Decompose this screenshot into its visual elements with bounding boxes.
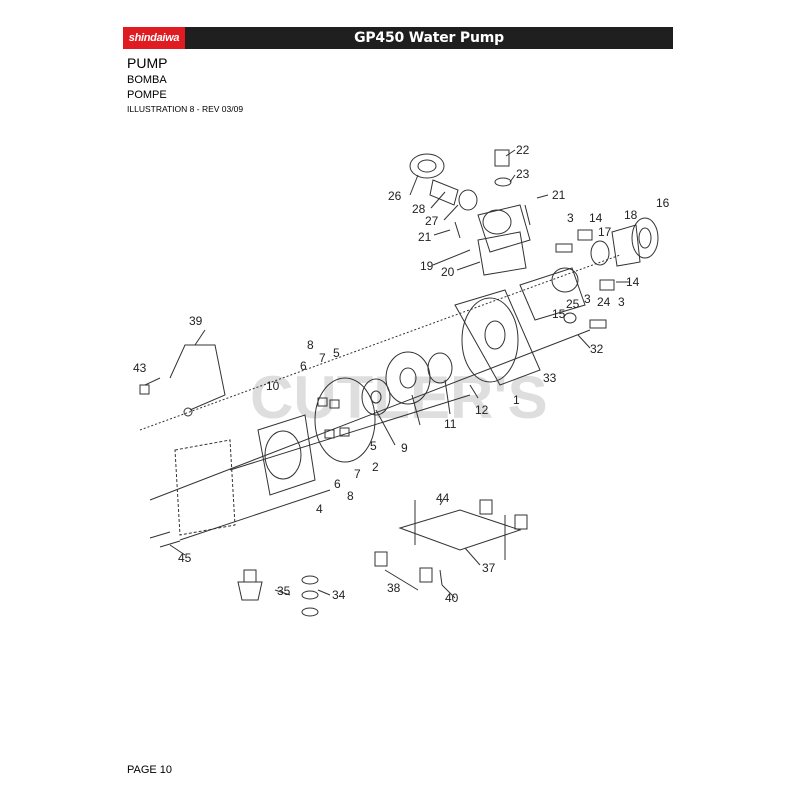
callout-40: 40 [445, 591, 459, 605]
callout-9: 9 [401, 441, 408, 455]
callout-10: 10 [266, 379, 280, 393]
callout-4: 4 [316, 502, 323, 516]
callout-12: 12 [475, 403, 489, 417]
title-french: POMPE [127, 89, 167, 101]
callout-17: 17 [598, 225, 612, 239]
page-header: shindaiwa GP450 Water Pump [123, 27, 673, 49]
callout-45: 45 [178, 551, 192, 565]
callout-21b: 21 [418, 230, 432, 244]
callout-28: 28 [412, 202, 426, 216]
callout-23: 23 [516, 167, 530, 181]
callout-25: 25 [566, 297, 580, 311]
callout-19: 19 [420, 259, 434, 273]
callout-5b: 5 [370, 439, 377, 453]
callout-43: 43 [133, 361, 147, 375]
callout-24: 24 [597, 295, 611, 309]
page-number: PAGE 10 [127, 764, 173, 776]
callout-33: 33 [543, 371, 557, 385]
callout-18: 18 [624, 208, 638, 222]
callout-3b: 3 [618, 295, 625, 309]
callout-34: 34 [332, 588, 346, 602]
callout-7b: 7 [354, 467, 361, 481]
callout-37: 37 [482, 561, 496, 575]
callout-7a: 7 [319, 351, 326, 365]
callout-26: 26 [388, 189, 402, 203]
title-spanish: BOMBA [127, 74, 167, 86]
callout-1: 1 [513, 393, 520, 407]
callout-11: 11 [444, 417, 457, 431]
callout-22: 22 [516, 143, 530, 157]
callout-8a: 8 [307, 338, 314, 352]
callout-6b: 6 [334, 477, 341, 491]
callout-21: 21 [552, 188, 566, 202]
title-english: PUMP [127, 55, 168, 71]
callout-35: 35 [277, 584, 291, 598]
callout-16: 16 [656, 196, 670, 210]
callout-14a: 14 [589, 211, 603, 225]
callout-3a: 3 [567, 211, 574, 225]
callout-14b: 14 [626, 275, 640, 289]
callout-15: 15 [552, 307, 566, 321]
illustration-ref: ILLUSTRATION 8 - REV 03/09 [127, 104, 244, 114]
callout-32: 32 [590, 342, 604, 356]
callout-38: 38 [387, 581, 401, 595]
callout-5a: 5 [333, 346, 340, 360]
callout-8b: 8 [347, 489, 354, 503]
callout-44: 44 [436, 491, 450, 505]
callout-2: 2 [372, 460, 379, 474]
watermark: CUTLER'S [250, 364, 548, 431]
callout-27: 27 [425, 214, 439, 228]
brand-logo: shindaiwa [123, 27, 185, 49]
callout-20: 20 [441, 265, 455, 279]
callout-39: 39 [189, 314, 203, 328]
document-title: GP450 Water Pump [354, 30, 504, 46]
callout-6a: 6 [300, 359, 307, 373]
callout-3c: 3 [584, 292, 591, 306]
